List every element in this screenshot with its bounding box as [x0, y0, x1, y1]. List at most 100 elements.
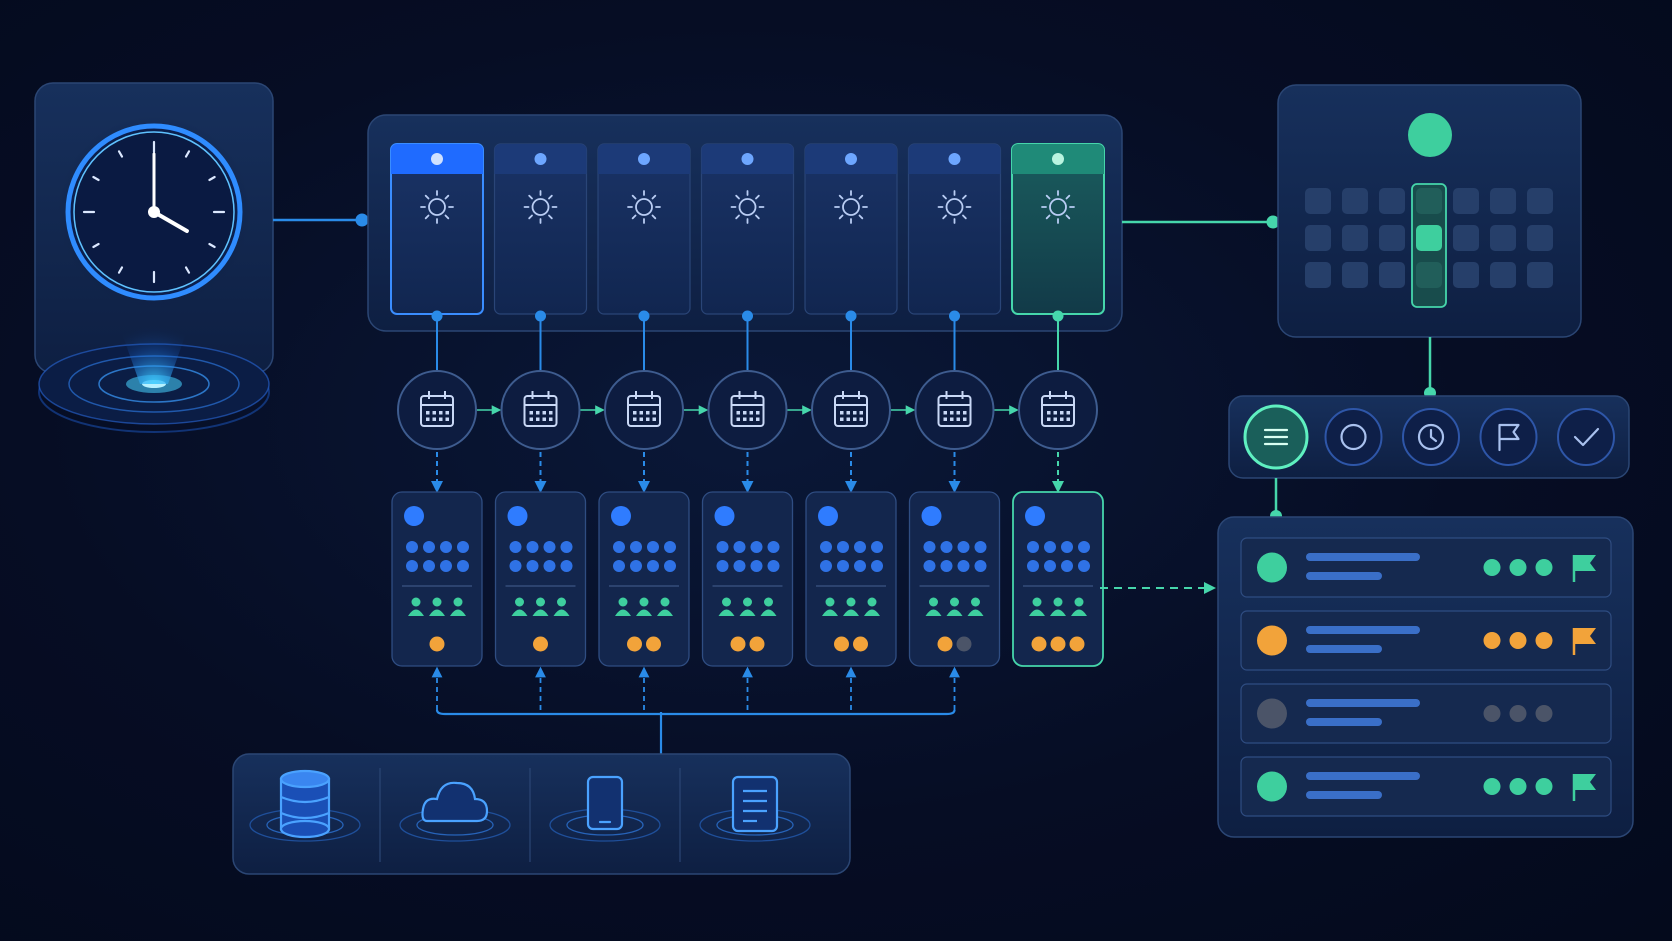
clock-tick	[117, 266, 124, 274]
calendar-node-circle	[1018, 370, 1098, 450]
month-day-cell[interactable]	[1416, 225, 1442, 251]
day-card-slot	[767, 560, 780, 572]
day-card-slot	[1061, 560, 1073, 572]
filter-circle-button[interactable]	[1324, 408, 1383, 466]
source-item[interactable]	[249, 769, 361, 842]
month-day-cell[interactable]	[1379, 225, 1405, 251]
day-card-slot	[613, 541, 625, 553]
day-card[interactable]	[908, 491, 1001, 667]
clock-tick	[184, 266, 191, 274]
task-progress-dot	[1483, 778, 1501, 795]
filter-list-button[interactable]	[1243, 404, 1309, 470]
day-card-avatar	[1025, 506, 1045, 526]
week-day-column[interactable]	[390, 143, 484, 373]
week-day-dot	[845, 153, 857, 165]
task-progress-dot	[1509, 778, 1527, 795]
month-day-cell[interactable]	[1527, 262, 1553, 288]
month-day-cell[interactable]	[1379, 262, 1405, 288]
task-status-dot	[1257, 698, 1287, 729]
week-day-column[interactable]	[700, 143, 795, 373]
calendar-node[interactable]	[707, 370, 788, 450]
month-day-cell[interactable]	[1379, 188, 1405, 214]
month-day-cell[interactable]	[1305, 262, 1331, 288]
day-card-slot	[923, 541, 936, 553]
day-card-slot	[1044, 560, 1056, 572]
task-row[interactable]	[1240, 756, 1612, 817]
task-progress-dot	[1535, 632, 1553, 649]
task-row[interactable]	[1240, 683, 1612, 744]
week-day-dot	[948, 153, 961, 165]
calendar-node-circle	[811, 370, 891, 450]
sun-icon	[730, 190, 765, 224]
task-row[interactable]	[1240, 610, 1612, 671]
day-card-status-dot	[956, 636, 972, 652]
day-card-slot	[440, 541, 452, 553]
calendar-node[interactable]	[397, 370, 477, 450]
person-icon	[760, 597, 777, 616]
filter-flag-button[interactable]	[1479, 408, 1538, 466]
check-icon	[1573, 427, 1600, 447]
week-day-column[interactable]	[1011, 143, 1105, 373]
day-card[interactable]	[701, 491, 794, 667]
filter-check-button[interactable]	[1557, 408, 1615, 466]
month-day-cell[interactable]	[1416, 262, 1442, 288]
month-day-cell[interactable]	[1342, 262, 1368, 288]
person-icon	[718, 597, 735, 616]
month-day-cell[interactable]	[1342, 225, 1368, 251]
source-item[interactable]	[399, 781, 511, 842]
calendar-icon	[627, 391, 661, 427]
flag-icon	[1572, 774, 1596, 801]
day-card-frame	[908, 491, 1001, 667]
calendar-node[interactable]	[1018, 370, 1098, 450]
day-card[interactable]	[494, 491, 587, 667]
task-progress-dot	[1483, 559, 1501, 576]
month-day-cell[interactable]	[1342, 188, 1368, 214]
month-day-cell[interactable]	[1453, 225, 1479, 251]
month-day-cell[interactable]	[1305, 188, 1331, 214]
week-day-column[interactable]	[493, 143, 588, 373]
day-card[interactable]	[805, 491, 897, 667]
day-card-slot	[974, 560, 987, 572]
week-day-column[interactable]	[804, 143, 898, 373]
calendar-node[interactable]	[604, 370, 684, 450]
day-card-status-dot	[1031, 636, 1047, 652]
day-card-slot	[560, 541, 573, 553]
week-day-column[interactable]	[597, 143, 691, 373]
month-day-cell[interactable]	[1490, 225, 1516, 251]
task-status-dot	[1257, 552, 1287, 583]
filter-ring	[1324, 408, 1383, 466]
month-day-cell[interactable]	[1490, 262, 1516, 288]
day-card[interactable]	[598, 491, 690, 667]
month-day-cell[interactable]	[1453, 262, 1479, 288]
calendar-node[interactable]	[811, 370, 891, 450]
person-icon	[925, 597, 942, 616]
task-progress-dot	[1509, 559, 1527, 576]
source-item[interactable]	[699, 775, 811, 842]
month-day-cell[interactable]	[1527, 188, 1553, 214]
calendar-node[interactable]	[914, 370, 995, 450]
day-card-slot	[526, 541, 539, 553]
clock-tick	[208, 175, 216, 182]
clock-tick	[92, 242, 100, 249]
week-day-column[interactable]	[907, 143, 1002, 373]
task-row[interactable]	[1240, 537, 1612, 598]
month-day-cell[interactable]	[1453, 188, 1479, 214]
day-card-status-dot	[1069, 636, 1085, 652]
calendar-node[interactable]	[500, 370, 581, 450]
filters-panel	[1228, 395, 1630, 479]
month-day-cell[interactable]	[1490, 188, 1516, 214]
month-day-cell[interactable]	[1527, 225, 1553, 251]
person-icon	[657, 597, 673, 616]
task-title-line	[1306, 626, 1420, 634]
day-card[interactable]	[391, 491, 483, 667]
filter-clock-button[interactable]	[1402, 408, 1460, 466]
day-card-slot	[423, 541, 435, 553]
day-card-slot	[630, 560, 642, 572]
source-item[interactable]	[549, 775, 661, 842]
month-day-cell[interactable]	[1305, 225, 1331, 251]
month-day-cell[interactable]	[1416, 188, 1442, 214]
task-row-frame	[1240, 756, 1612, 817]
day-card-status-dot	[749, 636, 765, 652]
day-card[interactable]	[1012, 491, 1104, 667]
task-title-line	[1306, 553, 1420, 561]
